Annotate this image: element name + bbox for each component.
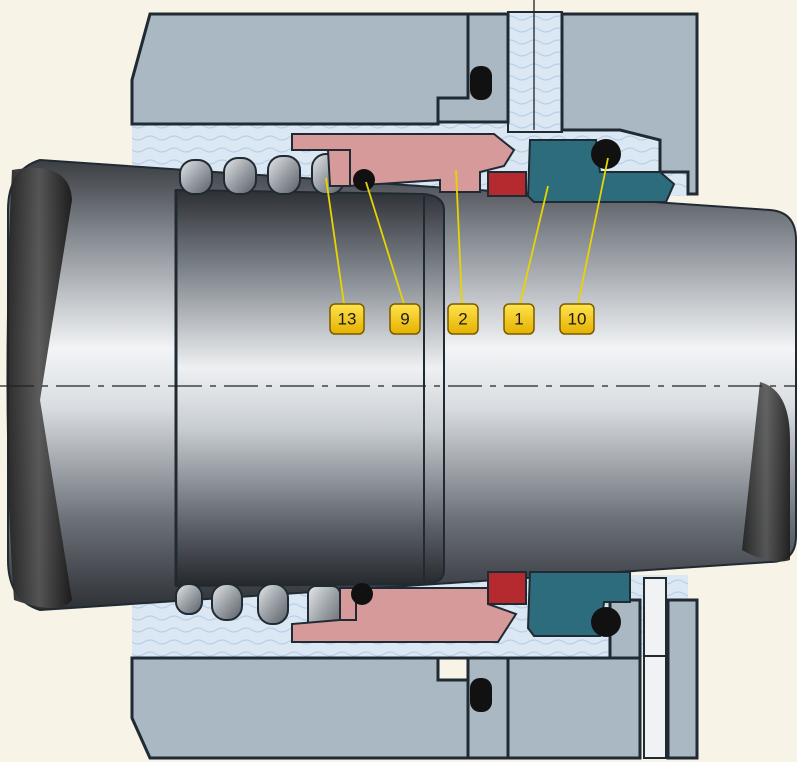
shaft-centerline bbox=[0, 0, 797, 387]
leader-lines bbox=[325, 157, 609, 305]
rotating-seal-ring-upper bbox=[291, 133, 516, 193]
seal-face-upper bbox=[487, 171, 527, 197]
seal-face-lower bbox=[487, 571, 527, 605]
leader-line-13 bbox=[325, 177, 345, 305]
o-ring-sleeve-lower bbox=[351, 583, 373, 605]
leader-line-10 bbox=[577, 157, 609, 305]
leader-line-9 bbox=[365, 181, 405, 305]
o-ring-sleeve-upper bbox=[353, 169, 375, 191]
callout-label: 1 bbox=[514, 310, 523, 329]
shaft-sleeve bbox=[174, 188, 445, 588]
o-ring-seat-lower bbox=[591, 607, 621, 637]
callout-1[interactable]: 1 bbox=[503, 303, 535, 335]
locating-pin bbox=[643, 577, 667, 759]
callout-10[interactable]: 10 bbox=[559, 303, 595, 335]
callout-label: 13 bbox=[338, 310, 357, 329]
callout-label: 2 bbox=[458, 310, 467, 329]
leader-line-1 bbox=[519, 185, 549, 305]
housing-lower-left bbox=[130, 656, 510, 760]
housing-upper-left bbox=[130, 12, 510, 126]
spring-coils-lower bbox=[175, 583, 341, 639]
callout-9[interactable]: 9 bbox=[389, 303, 421, 335]
housing-lower-right bbox=[506, 598, 699, 760]
housing-o-ring-lower bbox=[470, 678, 492, 712]
shaft-right-end bbox=[742, 382, 790, 562]
callout-2[interactable]: 2 bbox=[447, 303, 479, 335]
shaft-left-end bbox=[6, 168, 72, 608]
housing-upper-right bbox=[560, 12, 699, 196]
callout-label: 9 bbox=[400, 310, 409, 329]
o-ring-seat-upper bbox=[591, 139, 621, 169]
leader-line-2 bbox=[455, 169, 463, 305]
callout-13[interactable]: 13 bbox=[329, 303, 365, 335]
housing-o-ring-upper bbox=[470, 66, 492, 100]
callout-label: 10 bbox=[568, 310, 587, 329]
